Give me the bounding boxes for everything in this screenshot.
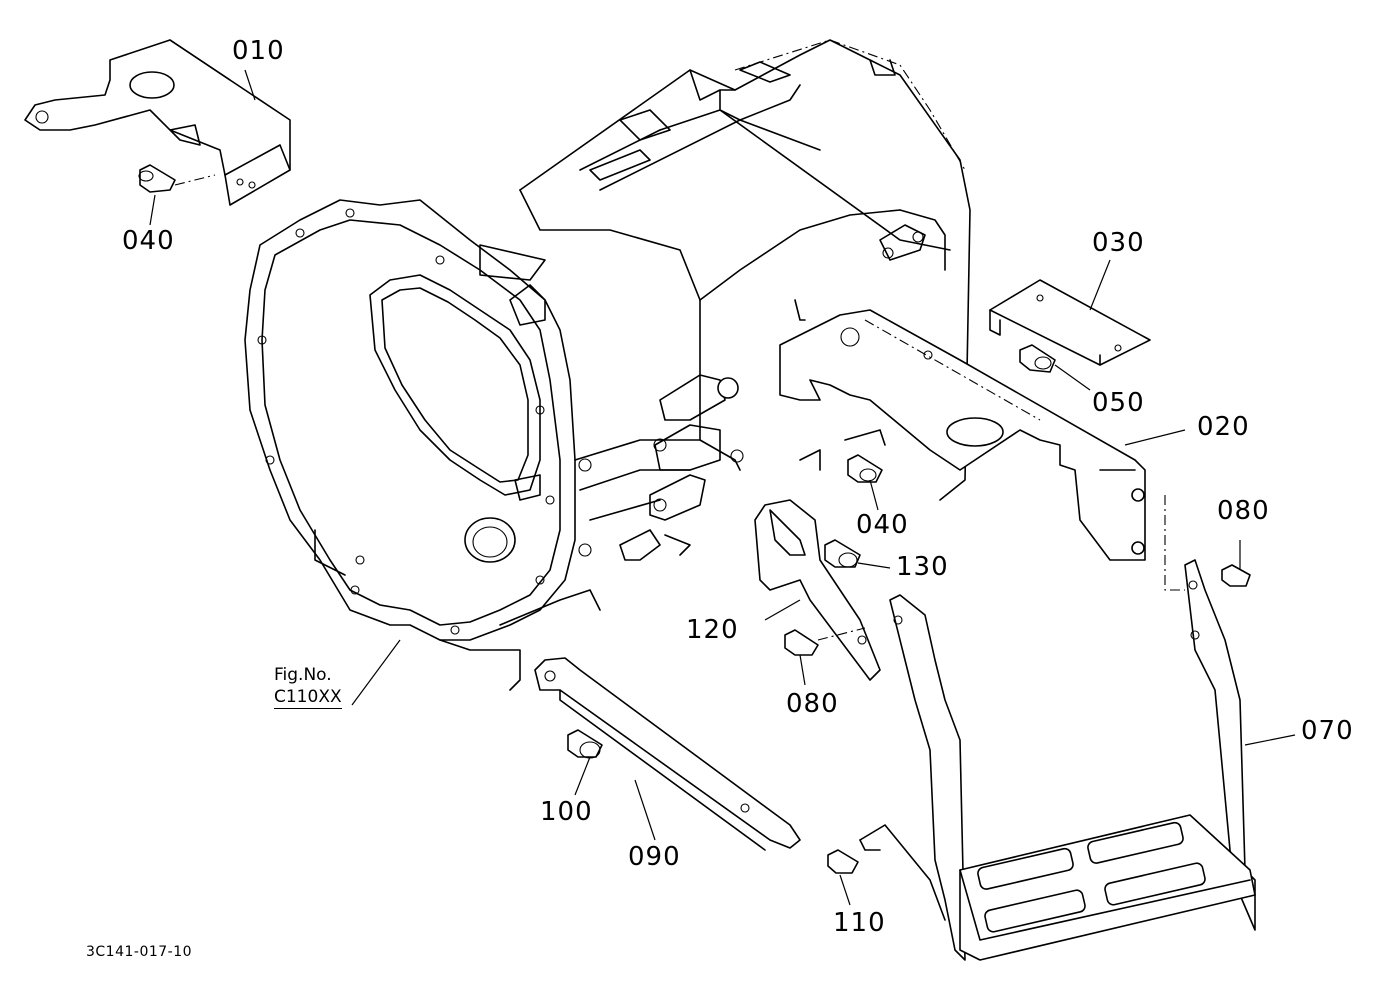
part-label-130: 130 [896,552,949,582]
part-label-050: 050 [1092,388,1145,418]
bolt-040-a [138,164,216,193]
part-label-080-b: 080 [786,689,839,719]
part-label-080-a: 080 [1217,496,1270,526]
support-020 [779,299,1146,561]
part-label-090: 090 [628,842,681,872]
bolt-100 [567,729,603,759]
step-frame-070 [889,559,1256,961]
bolt-080-b [784,627,866,656]
fig-ref-line1: Fig.No. [274,665,332,685]
bolt-110 [827,824,946,921]
document-code: 3C141-017-10 [86,944,193,960]
transmission-housing [244,39,971,691]
bracket-010 [24,39,291,206]
part-label-040-a: 040 [122,226,175,256]
part-label-070: 070 [1301,716,1354,746]
part-label-040-b: 040 [856,510,909,540]
part-label-120: 120 [686,615,739,645]
arm-120 [754,499,881,681]
bolt-080-a [1164,495,1251,591]
bolt-050 [1019,344,1056,373]
bolt-130 [824,539,861,568]
part-label-030: 030 [1092,228,1145,258]
figure-reference: Fig.No. C110XX [274,664,342,709]
part-label-100: 100 [540,797,593,827]
bolt-040-b [847,454,883,483]
part-label-010: 010 [232,36,285,66]
part-label-110: 110 [833,908,886,938]
part-label-020: 020 [1197,412,1250,442]
leader-lines [149,69,1296,906]
fig-ref-number: C110XX [274,687,342,709]
bar-090 [534,657,801,851]
plate-030 [989,279,1151,366]
